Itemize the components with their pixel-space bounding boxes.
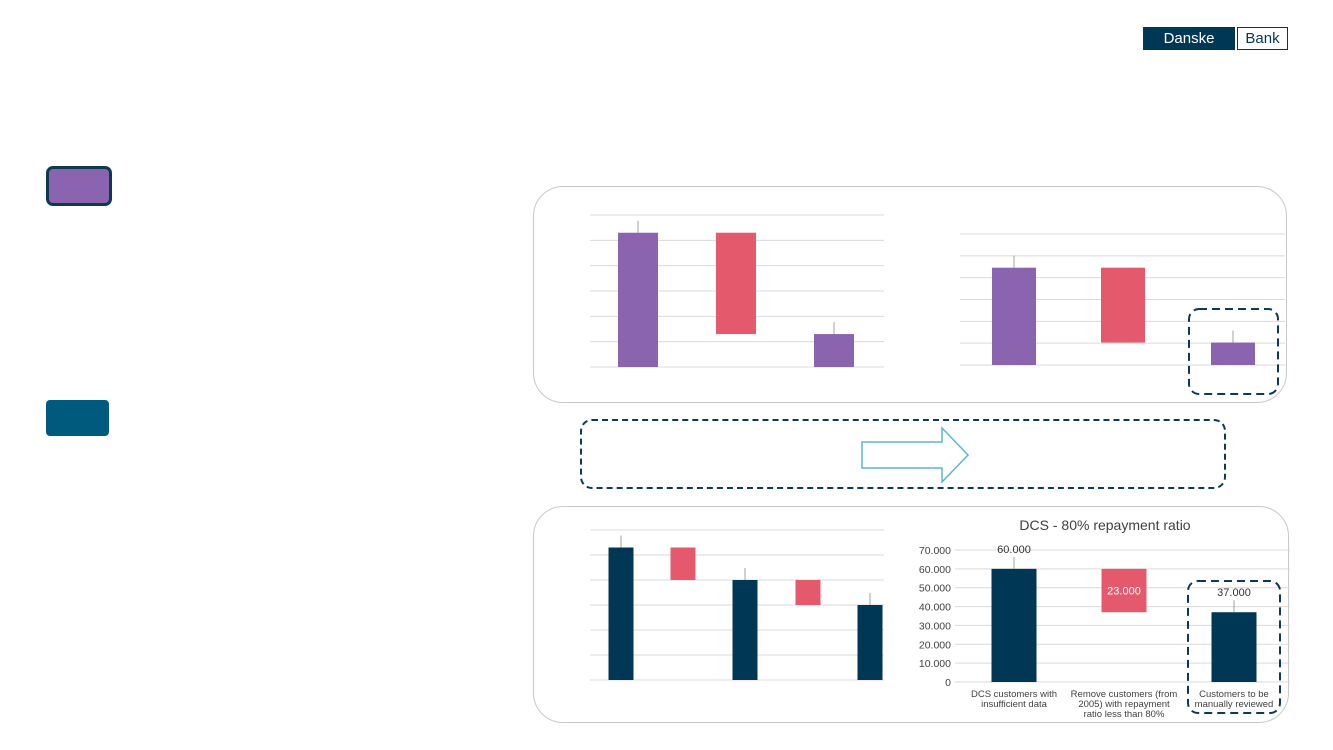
waterfall-bar-decrease xyxy=(716,232,756,335)
y-tick-label: 10.000 xyxy=(919,658,951,670)
data-label: 23.000 xyxy=(1107,586,1141,598)
category-label-line: Remove customers (from xyxy=(1071,689,1178,700)
chart-3 xyxy=(590,529,884,681)
data-label: 37.000 xyxy=(1217,587,1251,599)
transition-box xyxy=(580,419,1226,489)
y-tick-label: 60.000 xyxy=(919,564,951,576)
waterfall-bar-total xyxy=(991,568,1037,682)
highlight-box xyxy=(1187,580,1281,714)
data-label: 60.000 xyxy=(997,544,1031,556)
waterfall-bar-decrease xyxy=(1101,267,1145,343)
category-label-line: Customers to be xyxy=(1199,689,1269,700)
highlight-box xyxy=(1188,308,1279,395)
category-label-line: 2005) with repayment xyxy=(1078,699,1170,710)
waterfall-bar-total xyxy=(618,232,658,367)
y-tick-label: 50.000 xyxy=(919,583,951,595)
chart-4: 60.000 23.000 37.000 0 10.000 20.000 30.000 40.… xyxy=(919,517,1290,720)
legend-swatch-teal xyxy=(46,400,109,436)
waterfall-bar-total xyxy=(857,605,883,680)
logo-bank: Bank xyxy=(1237,27,1288,50)
waterfall-bar-decrease xyxy=(795,580,821,605)
y-tick-label: 70.000 xyxy=(919,545,951,557)
y-tick-label: 0 xyxy=(945,677,951,689)
category-label-line: manually reviewed xyxy=(1195,699,1274,710)
y-tick-label: 40.000 xyxy=(919,602,951,614)
waterfall-bar-total xyxy=(992,267,1036,365)
waterfall-bar-total xyxy=(1211,612,1257,682)
waterfall-bar-total xyxy=(608,547,634,680)
chart-panel-bottom xyxy=(533,506,1289,723)
waterfall-bar-total xyxy=(814,334,854,367)
waterfall-bar-decrease xyxy=(1101,568,1147,613)
y-tick-label: 20.000 xyxy=(919,639,951,651)
danske-bank-logo: Danske Bank xyxy=(1143,27,1288,50)
waterfall-bar-total xyxy=(732,580,758,680)
category-label-line: ratio less than 80% xyxy=(1084,709,1165,720)
chart-2 xyxy=(960,233,1285,395)
logo-danske: Danske xyxy=(1143,27,1235,50)
right-arrow-outline-icon xyxy=(861,426,970,484)
category-label-line: DCS customers with xyxy=(971,689,1057,700)
chart-1 xyxy=(590,214,884,368)
chart-title: DCS - 80% repayment ratio xyxy=(1019,517,1190,533)
category-label-line: insufficient data xyxy=(981,699,1048,710)
y-tick-label: 30.000 xyxy=(919,620,951,632)
waterfall-bar-total xyxy=(1211,342,1255,365)
waterfall-bar-decrease xyxy=(670,547,696,580)
legend-swatch-purple xyxy=(46,166,112,206)
chart-panel-top xyxy=(533,186,1287,403)
